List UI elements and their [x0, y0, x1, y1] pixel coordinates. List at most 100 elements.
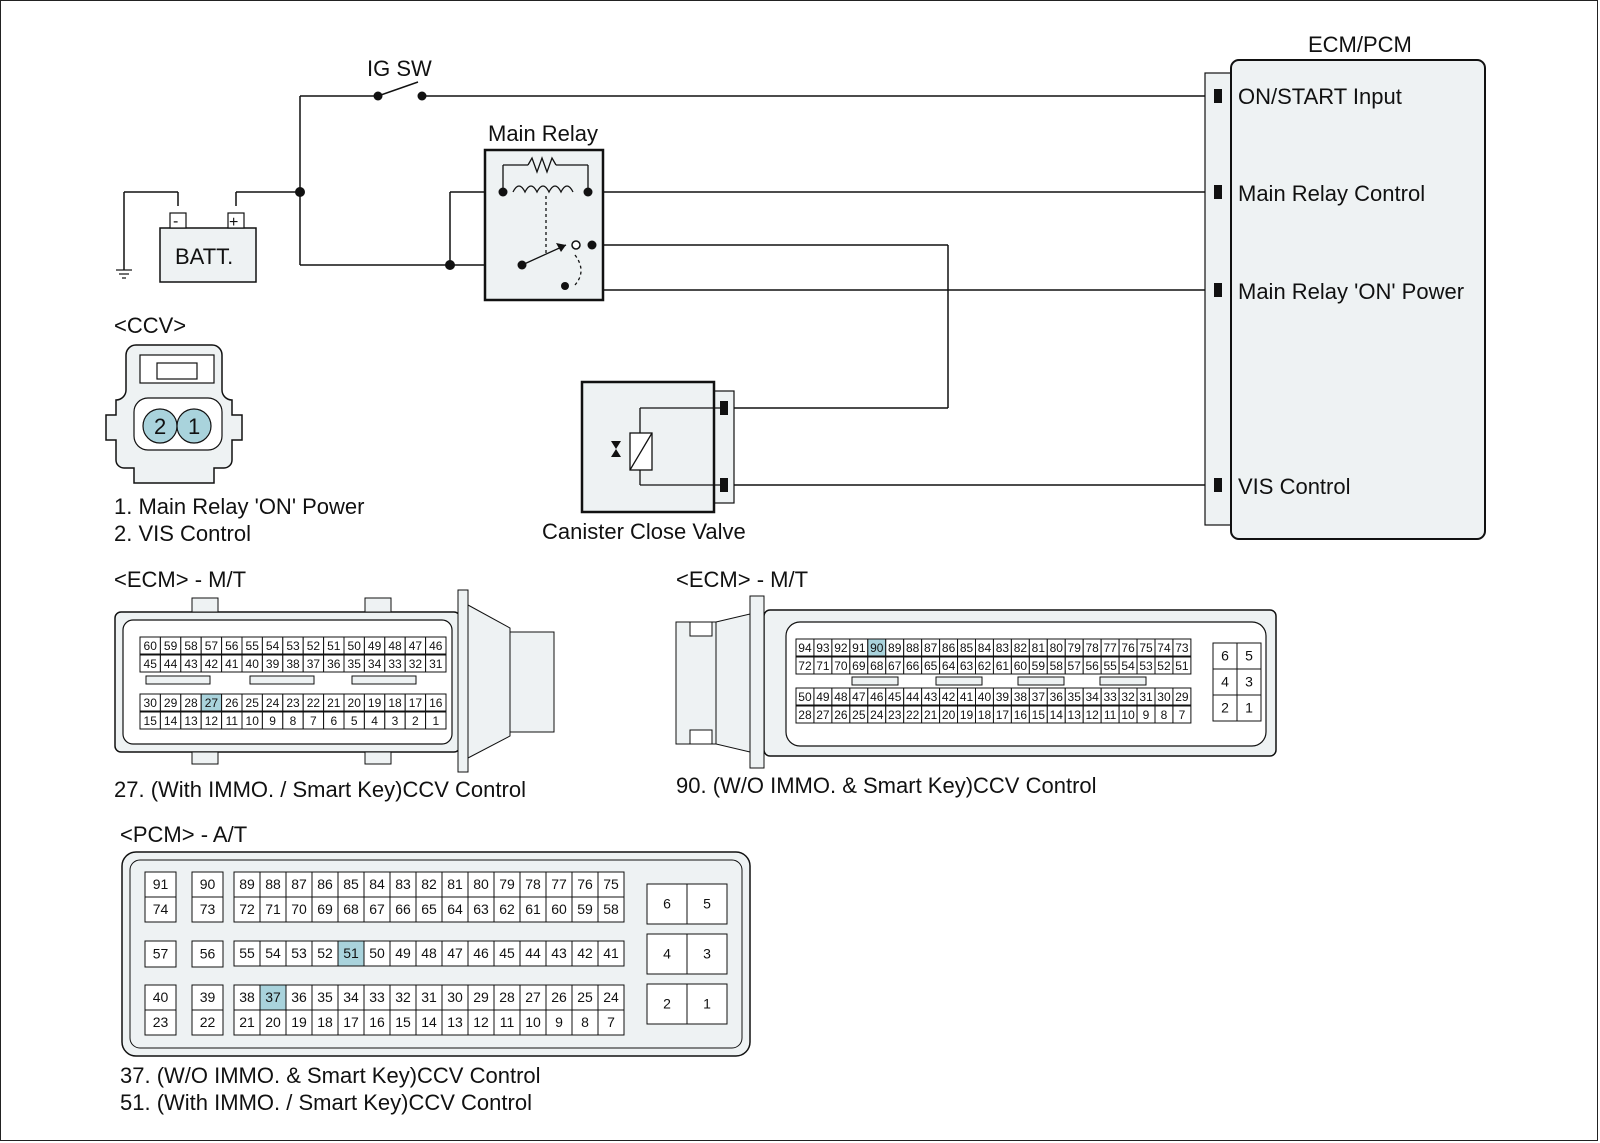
pin-number: 66 — [906, 659, 920, 673]
pin-number: 29 — [164, 696, 178, 710]
pin-cell — [191, 940, 224, 968]
pin-number: 26 — [834, 708, 848, 722]
pin-cell — [389, 1009, 417, 1036]
pin-number: 33 — [1103, 690, 1117, 704]
pin-number: 42 — [577, 945, 593, 961]
pin-number: 40 — [153, 989, 169, 1005]
ccv-connector — [105, 344, 243, 484]
pin-number: 1 — [1245, 700, 1253, 716]
pin-number: 47 — [409, 639, 423, 653]
pin-number: 56 — [225, 639, 239, 653]
pin-cell — [1172, 656, 1192, 675]
pin-cell — [597, 984, 625, 1011]
ecm-mt-left-note: 27. (With IMMO. / Smart Key)CCV Control — [114, 777, 526, 802]
pin-number: 24 — [266, 696, 280, 710]
pin-number: 68 — [343, 901, 359, 917]
pin-cell — [363, 940, 391, 967]
pin-number: 7 — [310, 714, 317, 728]
pin-cell — [259, 1009, 287, 1036]
pin-number: 35 — [348, 657, 362, 671]
relay-terminal — [583, 187, 593, 197]
pin-cell — [337, 896, 365, 923]
pin-number: 83 — [996, 641, 1010, 655]
pin-cell — [571, 1009, 599, 1036]
pin-cell — [519, 984, 547, 1011]
pin-number: 76 — [1121, 641, 1135, 655]
pin-cell — [191, 871, 224, 898]
relay-terminal — [587, 240, 597, 250]
pin-number: 44 — [164, 657, 178, 671]
pin-number: 90 — [870, 641, 884, 655]
pin-number: 20 — [348, 696, 362, 710]
pin-cell — [686, 883, 728, 925]
pin-number: 26 — [551, 989, 567, 1005]
ecm-pcm-title: ECM/PCM — [1308, 32, 1412, 57]
ccv-legend-line: 2. VIS Control — [114, 521, 251, 546]
pin-number: 60 — [144, 639, 158, 653]
pin-number: 30 — [144, 696, 158, 710]
pin-cell — [285, 1009, 313, 1036]
pin-number: 11 — [500, 1014, 515, 1030]
pin-number: 38 — [1014, 690, 1028, 704]
pin-number: 51 — [327, 639, 341, 653]
pin-number: 52 — [1157, 659, 1171, 673]
pin-number: 76 — [577, 876, 593, 892]
pin-number: 73 — [200, 901, 216, 917]
pin-number: 12 — [473, 1014, 489, 1030]
pin-number: 20 — [265, 1014, 281, 1030]
pin-number: 47 — [852, 690, 866, 704]
battery-neg-label: - — [173, 213, 178, 230]
pin-cell — [493, 896, 521, 923]
pin-number: 85 — [343, 876, 359, 892]
pin-cell — [519, 1009, 547, 1036]
pin-number: 54 — [1121, 659, 1135, 673]
pin-number: 8 — [581, 1014, 589, 1030]
pin-number: 26 — [225, 696, 239, 710]
pin-number: 66 — [395, 901, 411, 917]
pin-cell — [337, 1009, 365, 1036]
pin-number: 37 — [265, 989, 281, 1005]
pin-number: 9 — [269, 714, 276, 728]
pin-number: 52 — [317, 945, 333, 961]
pin-number: 91 — [852, 641, 866, 655]
ecm-mt-right-connector — [675, 595, 1277, 769]
pin-number: 19 — [368, 696, 382, 710]
pin-number: 43 — [184, 657, 198, 671]
pin-number: 85 — [960, 641, 974, 655]
pin-cell — [337, 871, 365, 898]
pin-number: 2 — [1221, 700, 1229, 716]
relay-coil-icon — [502, 156, 589, 286]
pin-number: 15 — [395, 1014, 411, 1030]
pin-number: 62 — [499, 901, 515, 917]
pin-number: 71 — [265, 901, 281, 917]
pin-number: 55 — [1103, 659, 1117, 673]
pin-cell — [337, 940, 365, 967]
pin-number: 45 — [888, 690, 902, 704]
pin-number: 56 — [200, 946, 216, 962]
pin-number: 58 — [603, 901, 619, 917]
pin-cell — [311, 984, 339, 1011]
pin-number: 12 — [205, 714, 219, 728]
pin-cell — [425, 636, 447, 655]
pin-number: 89 — [888, 641, 902, 655]
pin-number: 1 — [703, 996, 711, 1012]
pin-cell — [363, 896, 391, 923]
pin-number: 14 — [421, 1014, 437, 1030]
ig-sw-contact — [373, 91, 383, 101]
pin-cell — [425, 693, 447, 712]
pin-number: 80 — [1050, 641, 1064, 655]
pin-number: 27 — [205, 696, 219, 710]
pin-cell — [415, 1009, 443, 1036]
pin-number: 60 — [1014, 659, 1028, 673]
pin-cell — [1212, 694, 1238, 722]
pin-number: 18 — [317, 1014, 333, 1030]
pin-cell — [311, 871, 339, 898]
pin-number: 91 — [153, 876, 169, 892]
pin-cell — [415, 984, 443, 1011]
pin-number: 50 — [348, 639, 362, 653]
pin-number: 72 — [798, 659, 812, 673]
pin-number: 79 — [1068, 641, 1082, 655]
main-relay-label: Main Relay — [488, 121, 598, 146]
